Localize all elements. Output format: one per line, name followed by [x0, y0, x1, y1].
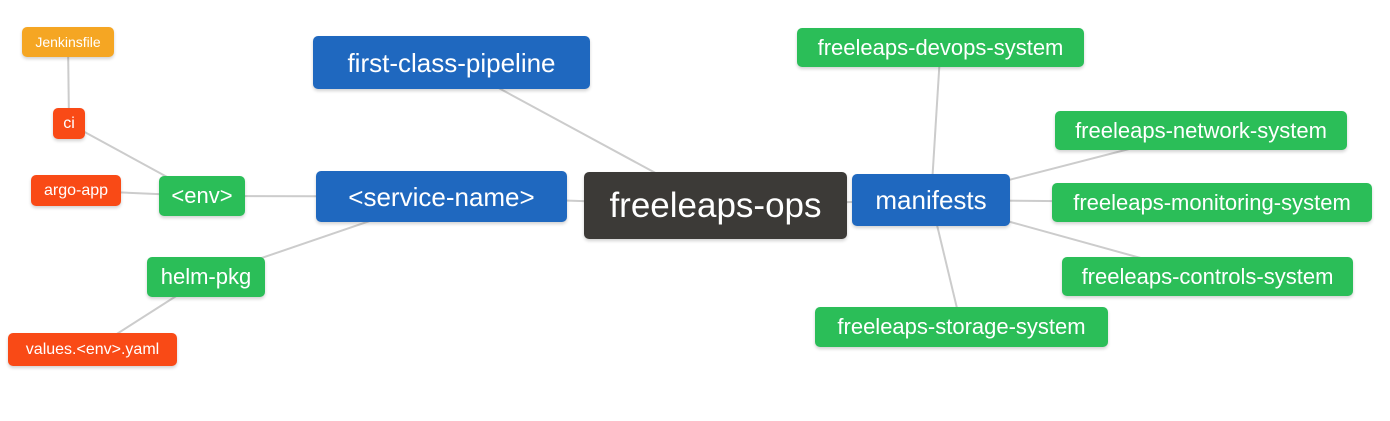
node-freeleaps-ops[interactable]: freeleaps-ops [584, 172, 847, 239]
node-helm-pkg[interactable]: helm-pkg [147, 257, 265, 297]
node-service-name[interactable]: <service-name> [316, 171, 567, 222]
node-argo-app[interactable]: argo-app [31, 175, 121, 206]
node-freeleaps-devops-system[interactable]: freeleaps-devops-system [797, 28, 1084, 67]
node-manifests[interactable]: manifests [852, 174, 1010, 226]
node-env[interactable]: <env> [159, 176, 245, 216]
node-jenkinsfile[interactable]: Jenkinsfile [22, 27, 114, 57]
node-freeleaps-storage-system[interactable]: freeleaps-storage-system [815, 307, 1108, 347]
node-ci[interactable]: ci [53, 108, 85, 139]
node-freeleaps-network-system[interactable]: freeleaps-network-system [1055, 111, 1347, 150]
node-freeleaps-monitoring-system[interactable]: freeleaps-monitoring-system [1052, 183, 1372, 222]
node-values-env-yaml[interactable]: values.<env>.yaml [8, 333, 177, 366]
node-first-class-pipeline[interactable]: first-class-pipeline [313, 36, 590, 89]
node-freeleaps-controls-system[interactable]: freeleaps-controls-system [1062, 257, 1353, 296]
